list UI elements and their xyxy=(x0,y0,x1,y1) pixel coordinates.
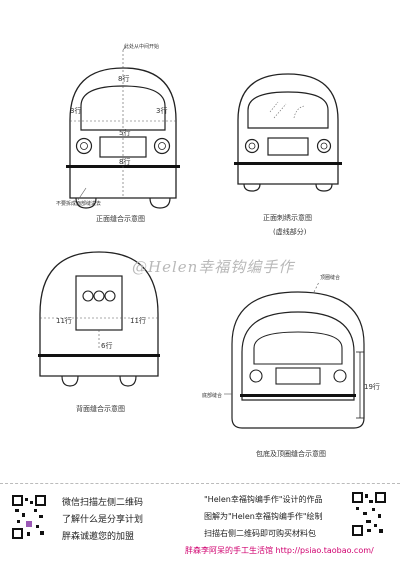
front-embroidery-caption: 正面刺绣示意图 xyxy=(263,214,312,222)
front-sewing-diagram xyxy=(66,45,180,209)
base-top-label-bottom: 底部缝合 xyxy=(202,393,223,399)
footer-left-line-3: 胖森诚邀您的加盟 xyxy=(62,532,135,542)
right-qr-code-icon xyxy=(352,492,386,536)
front-embroidery-caption-sub: (虚线部分) xyxy=(273,228,307,236)
front-sewing-right-rows: 3行 xyxy=(156,107,168,115)
back-sewing-diagram xyxy=(38,251,160,387)
back-sewing-left-rows: 11行 xyxy=(56,317,72,325)
front-sewing-top-rows: 8行 xyxy=(118,75,130,83)
back-sewing-caption: 背面缝合示意图 xyxy=(76,405,125,413)
back-sewing-bottom-rows: 6行 xyxy=(101,342,113,350)
shop-link[interactable]: 胖森李阿呆的手工生活馆 http://psiao.taobao.com/ xyxy=(185,546,374,555)
front-sewing-top-note: 此处从中间开始 xyxy=(124,44,160,50)
front-sewing-left-note: 不要拆成面部缝进去 xyxy=(56,201,102,207)
footer-right-line-3: 扫描右侧二维码即可购买材料包 xyxy=(204,529,316,538)
base-top-side-rows: 19行 xyxy=(364,383,380,391)
base-top-label-top: 顶圈缝合 xyxy=(320,275,341,281)
left-qr-code-icon xyxy=(12,495,46,539)
back-sewing-right-rows: 11行 xyxy=(130,317,146,325)
footer-left-line-2: 了解什么是分享计划 xyxy=(62,515,144,525)
front-sewing-caption: 正面缝合示意图 xyxy=(96,215,145,223)
footer-right-line-2: 图解为"Helen幸福钩编手作"绘制 xyxy=(204,512,323,521)
footer-divider xyxy=(0,483,400,484)
front-embroidery-diagram xyxy=(234,73,342,192)
footer-left-line-1: 微信扫描左侧二维码 xyxy=(62,498,144,508)
watermark: @Helen幸福钩编手作 xyxy=(132,258,295,276)
footer-right-line-1: "Helen幸福钩编手作"设计的作品 xyxy=(204,495,323,504)
base-top-diagram xyxy=(224,282,365,429)
front-sewing-mid-rows: 5行 xyxy=(119,129,131,137)
front-sewing-left-rows: 3行 xyxy=(70,107,82,115)
front-sewing-bottom-rows: 8行 xyxy=(119,158,131,166)
base-top-caption: 包底及顶圈缝合示意图 xyxy=(256,450,326,458)
